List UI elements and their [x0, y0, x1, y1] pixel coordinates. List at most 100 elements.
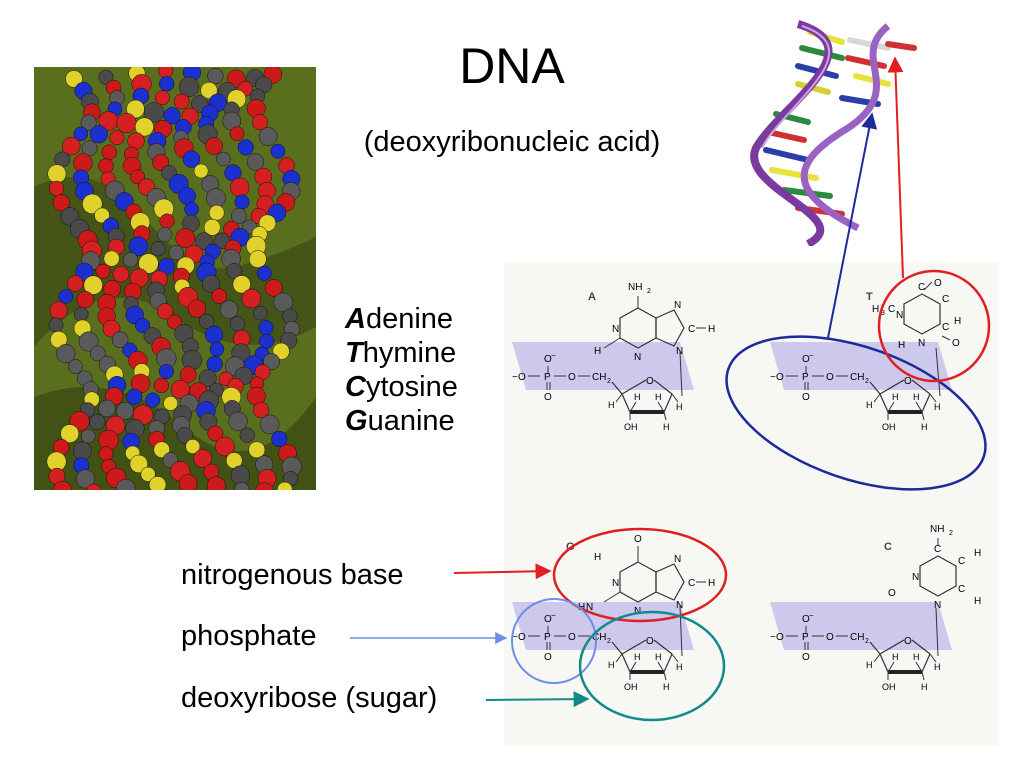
atom-sphere: [193, 449, 212, 468]
atom-sphere: [167, 314, 183, 330]
double-helix-ribbon-image: [750, 20, 917, 246]
atom-sphere: [148, 476, 167, 490]
atom-sphere: [159, 213, 175, 229]
page-subtitle: (deoxyribonucleic acid): [363, 126, 661, 158]
atom-sphere: [230, 177, 250, 197]
nucleotide-guanine: O H H N: [510, 534, 716, 694]
atom-sphere: [158, 363, 174, 380]
atom-sphere: [207, 425, 224, 442]
atom-sphere: [67, 275, 84, 292]
atom-sphere: [187, 299, 206, 318]
atom-sphere: [89, 413, 106, 431]
atom-sphere: [135, 317, 151, 334]
svg-text:O: O: [952, 338, 960, 349]
atom-sphere: [140, 466, 156, 482]
atom-sphere: [72, 441, 92, 461]
atom-sphere: [270, 143, 286, 159]
panel-label-g: G: [566, 541, 575, 553]
atom-sphere: [253, 305, 268, 321]
atom-sphere: [122, 252, 139, 268]
atom-sphere: [263, 353, 280, 371]
atom-sphere: [230, 208, 247, 224]
atom-sphere: [208, 204, 225, 221]
atom-sphere: [153, 441, 170, 458]
atom-sphere: [145, 392, 161, 408]
atom-sphere: [98, 446, 114, 462]
atom-sphere: [49, 301, 68, 320]
atom-sphere: [83, 275, 103, 295]
atom-sphere: [126, 99, 145, 119]
label-nitrogenous-base: nitrogenous base: [181, 559, 404, 591]
atom-sphere: [116, 112, 137, 134]
atom-sphere: [73, 306, 89, 322]
atom-sphere: [95, 263, 111, 279]
atom-sphere: [237, 139, 254, 156]
atom-sphere: [259, 414, 280, 435]
atom-sphere: [65, 70, 83, 88]
atom-sphere: [216, 151, 231, 167]
panel-label-a: A: [588, 291, 596, 303]
atom-sphere: [211, 288, 228, 304]
atom-sphere: [175, 228, 196, 248]
atom-sphere: [239, 427, 255, 443]
atom-sphere: [58, 289, 74, 304]
atom-sphere: [134, 117, 154, 137]
svg-text:H: H: [974, 596, 981, 607]
atom-sphere: [116, 478, 136, 490]
atom-sphere: [129, 454, 148, 474]
svg-text:H: H: [578, 602, 585, 613]
atom-sphere: [256, 265, 272, 281]
atom-sphere: [258, 320, 274, 336]
atom-sphere: [246, 153, 265, 171]
atom-sphere: [76, 290, 94, 309]
nucleotide-structures-svg: O − O − P O O CH 2 O: [510, 278, 981, 694]
atom-sphere: [206, 476, 226, 490]
base-guanine: Guanine: [345, 405, 455, 437]
atom-sphere: [52, 194, 70, 212]
atom-sphere: [184, 201, 199, 217]
atom-sphere: [181, 350, 202, 371]
atom-sphere: [76, 469, 95, 489]
atom-sphere: [109, 130, 125, 146]
atom-sphere: [56, 344, 76, 364]
nucleotide-adenine: NH 2 H: [510, 282, 716, 434]
atom-sphere: [264, 279, 283, 297]
atom-sphere: [271, 430, 288, 448]
atom-sphere: [200, 81, 218, 100]
base-list: Adenine Thymine Cytosine Guanine: [345, 302, 458, 438]
atom-sphere: [89, 125, 108, 144]
atom-sphere: [112, 265, 130, 283]
atom-sphere: [207, 67, 224, 85]
atom-sphere: [273, 292, 293, 313]
atom-sphere: [144, 102, 165, 123]
atom-sphere: [182, 150, 201, 168]
atom-sphere: [156, 303, 174, 320]
atom-sphere: [52, 480, 73, 490]
svg-text:H: H: [872, 304, 879, 315]
atom-sphere: [248, 250, 267, 268]
atom-sphere: [80, 114, 97, 131]
atom-sphere: [98, 158, 114, 174]
svg-text:H: H: [594, 552, 601, 563]
atom-sphere: [203, 218, 221, 236]
label-phosphate: phosphate: [181, 620, 317, 652]
svg-text:2: 2: [647, 288, 651, 295]
label-deoxyribose: deoxyribose (sugar): [181, 682, 438, 714]
svg-text:C: C: [888, 304, 895, 315]
atom-sphere: [173, 93, 190, 110]
atom-sphere: [111, 331, 129, 349]
nucleotide-structures-panel: O − O − P O O CH 2 O: [504, 262, 998, 746]
svg-text:O: O: [888, 588, 896, 599]
atom-sphere: [206, 355, 223, 373]
atom-sphere: [201, 274, 220, 293]
atom-sphere: [232, 275, 251, 294]
atom-sphere: [159, 76, 175, 92]
atom-sphere: [128, 236, 149, 256]
svg-text:H: H: [954, 316, 961, 327]
atom-sphere: [252, 401, 270, 419]
atom-sphere: [101, 144, 118, 160]
atom-sphere: [258, 127, 278, 146]
atom-sphere: [185, 439, 201, 454]
atom-sphere: [234, 194, 250, 210]
atom-sphere: [209, 342, 225, 357]
